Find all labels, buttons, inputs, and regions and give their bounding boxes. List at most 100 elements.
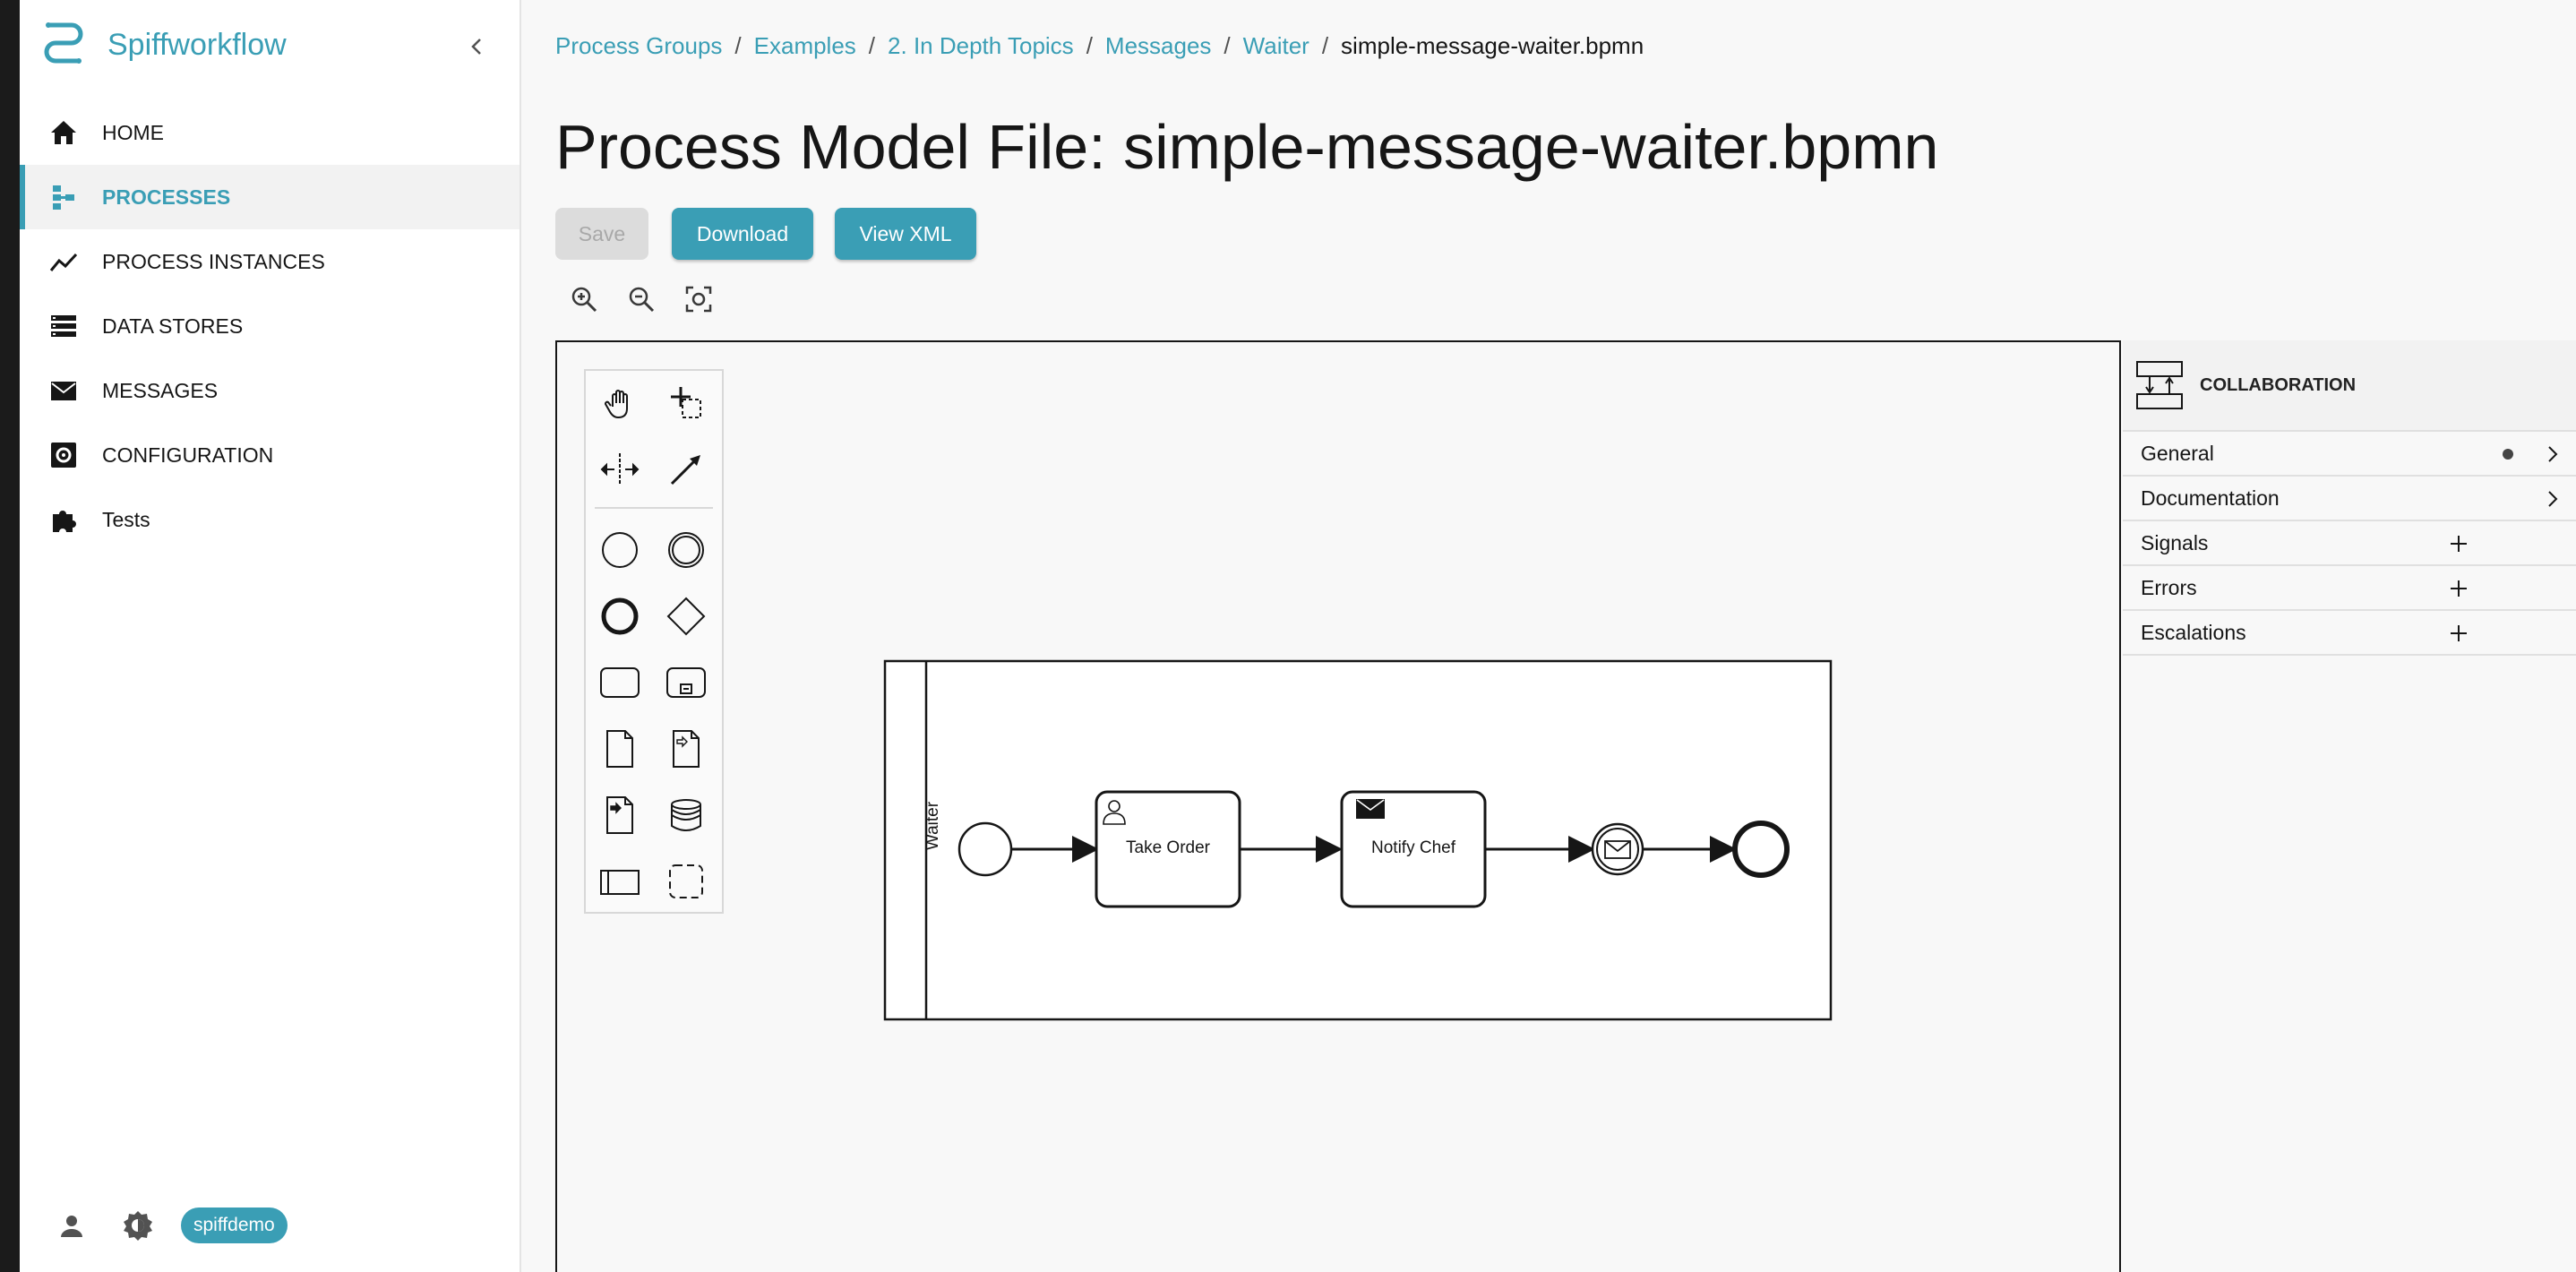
add-error-button[interactable] [2449, 566, 2469, 611]
nav-item-tests[interactable]: Tests [20, 487, 519, 552]
properties-header: COLLABORATION [2123, 340, 2576, 432]
create-gateway[interactable] [663, 593, 709, 640]
breadcrumb-link-waiter[interactable]: Waiter [1242, 32, 1309, 59]
view-xml-button[interactable]: View XML [835, 208, 976, 260]
chevron-right-icon [2548, 491, 2558, 507]
sidebar: Spiffworkflow HOME PROCESSES [20, 0, 521, 1272]
group-icon [669, 864, 703, 898]
data-output-icon [606, 796, 633, 834]
properties-group-errors[interactable]: Errors [2123, 566, 2576, 611]
nav-item-label: DATA STORES [102, 314, 244, 338]
nav-item-configuration[interactable]: CONFIGURATION [20, 423, 519, 487]
settings-icon [47, 438, 81, 472]
bpmn-canvas[interactable]: Waiter Take Order Notify Chef [555, 340, 2121, 1272]
download-button[interactable]: Download [672, 208, 813, 260]
breadcrumb-link-process-groups[interactable]: Process Groups [555, 32, 723, 59]
create-data-output[interactable] [597, 792, 643, 838]
plus-icon [2451, 580, 2467, 597]
properties-panel: COLLABORATION General Documentation Sign… [2123, 340, 2576, 1272]
collapse-sidebar-button[interactable] [457, 27, 496, 66]
nav-item-label: Tests [102, 507, 150, 531]
subprocess-icon [666, 667, 706, 698]
chevron-right-icon [2548, 446, 2558, 462]
modified-indicator [2503, 449, 2513, 460]
create-group[interactable] [663, 858, 709, 905]
breadcrumb: Process Groups / Examples / 2. In Depth … [555, 32, 1644, 59]
create-data-store[interactable] [663, 792, 709, 838]
brightness-icon [124, 1211, 152, 1241]
properties-group-documentation[interactable]: Documentation [2123, 477, 2576, 521]
username-badge[interactable]: spiffdemo [181, 1208, 288, 1243]
fit-screen-icon [685, 286, 712, 313]
hand-tool-icon [605, 390, 628, 419]
nav-item-label: MESSAGES [102, 378, 219, 402]
gateway-icon [666, 597, 706, 636]
lasso-tool-icon [671, 387, 701, 418]
bpmn-palette [584, 369, 724, 914]
brand-name: Spiffworkflow [107, 27, 287, 62]
bpmn-diagram [883, 659, 1833, 1021]
arrow-connect-icon [670, 455, 700, 486]
add-signal-button[interactable] [2449, 521, 2469, 566]
intermediate-event-icon [668, 532, 704, 568]
create-task[interactable] [597, 659, 643, 706]
task-label-notify-chef: Notify Chef [1371, 838, 1455, 857]
properties-group-escalations[interactable]: Escalations [2123, 611, 2576, 656]
nav-item-data-stores[interactable]: DATA STORES [20, 294, 519, 358]
hand-tool[interactable] [597, 380, 643, 426]
properties-header-title: COLLABORATION [2200, 374, 2357, 395]
data-input-icon [673, 730, 700, 768]
task-icon [600, 667, 640, 698]
brand[interactable]: Spiffworkflow [41, 21, 287, 68]
create-end-event[interactable] [597, 593, 643, 640]
space-tool[interactable] [597, 446, 643, 493]
nav-item-label: PROCESS INSTANCES [102, 249, 325, 273]
add-escalation-button[interactable] [2449, 611, 2469, 656]
end-event-icon [601, 597, 639, 635]
properties-group-signals[interactable]: Signals [2123, 521, 2576, 566]
sidebar-footer: spiffdemo [52, 1204, 288, 1247]
save-button[interactable]: Save [555, 208, 648, 260]
email-icon [47, 374, 81, 408]
pool-icon [600, 870, 640, 895]
create-subprocess[interactable] [663, 659, 709, 706]
task-label-take-order: Take Order [1126, 838, 1210, 857]
start-event[interactable] [957, 821, 1013, 877]
create-intermediate-event[interactable] [663, 527, 709, 573]
zoom-out-button[interactable] [623, 281, 659, 317]
data-stores-icon [47, 309, 81, 343]
connect-tool[interactable] [663, 446, 709, 493]
plus-icon [2451, 536, 2467, 552]
fit-to-screen-button[interactable] [681, 281, 717, 317]
end-event[interactable] [1732, 821, 1790, 878]
create-data-object[interactable] [597, 726, 643, 772]
user-task-icon [1103, 800, 1126, 825]
lane-label-waiter: Waiter [923, 801, 942, 851]
nav-item-home[interactable]: HOME [20, 100, 519, 165]
message-intermediate-event[interactable] [1591, 822, 1644, 876]
breadcrumb-link-messages[interactable]: Messages [1104, 32, 1212, 59]
user-icon [61, 1216, 82, 1237]
user-profile-button[interactable] [52, 1206, 91, 1245]
breadcrumb-link-examples[interactable]: Examples [753, 32, 856, 59]
nav-item-process-instances[interactable]: PROCESS INSTANCES [20, 229, 519, 294]
nav-item-messages[interactable]: MESSAGES [20, 358, 519, 423]
main-nav: HOME PROCESSES PROCESS INSTANCES DATA ST… [20, 100, 519, 552]
data-store-icon [671, 799, 701, 831]
breadcrumb-link-in-depth-topics[interactable]: 2. In Depth Topics [888, 32, 1074, 59]
create-pool[interactable] [597, 858, 643, 905]
lasso-tool[interactable] [663, 380, 709, 426]
nav-item-label: CONFIGURATION [102, 443, 274, 467]
home-icon [47, 116, 81, 150]
nav-item-processes[interactable]: PROCESSES [20, 165, 519, 229]
create-data-input[interactable] [663, 726, 709, 772]
plus-icon [2451, 625, 2467, 641]
create-start-event[interactable] [597, 527, 643, 573]
zoom-in-button[interactable] [566, 281, 602, 317]
properties-group-general[interactable]: General [2123, 432, 2576, 477]
page-title: Process Model File: simple-message-waite… [555, 112, 1939, 182]
spiffworkflow-logo-icon [44, 22, 83, 64]
nav-item-label: HOME [102, 120, 164, 144]
theme-toggle-button[interactable] [118, 1206, 158, 1245]
chart-line-icon [47, 245, 81, 279]
